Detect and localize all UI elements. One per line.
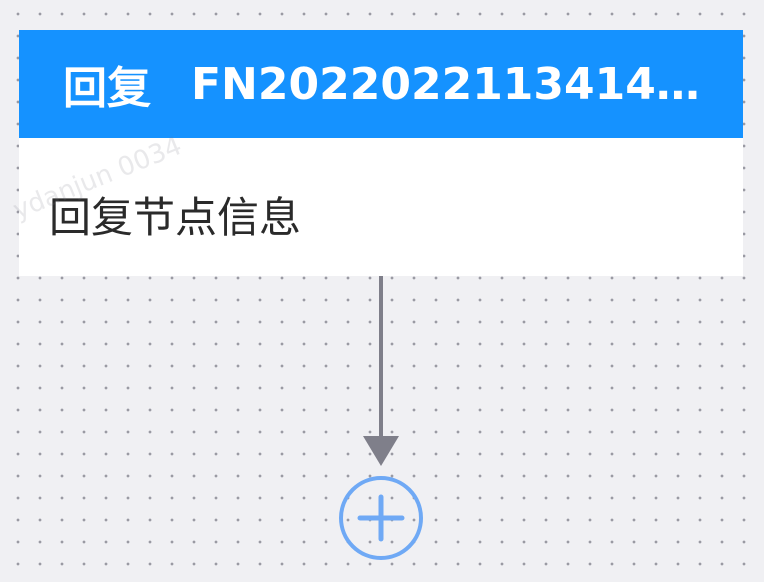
node-body: 回复节点信息 (19, 138, 743, 276)
reply-node-card[interactable]: 回复 FN2022022113414… 回复节点信息 ydanjun 0034 (9, 30, 743, 276)
node-description: 回复节点信息 (49, 193, 302, 242)
plus-circle-icon (339, 476, 423, 560)
node-id-label: FN2022022113414… (191, 58, 700, 110)
node-header: 回复 FN2022022113414… (19, 30, 743, 138)
add-node-button[interactable] (338, 475, 424, 561)
arrow-down-icon (363, 436, 399, 466)
node-type-label: 回复 (63, 63, 151, 114)
